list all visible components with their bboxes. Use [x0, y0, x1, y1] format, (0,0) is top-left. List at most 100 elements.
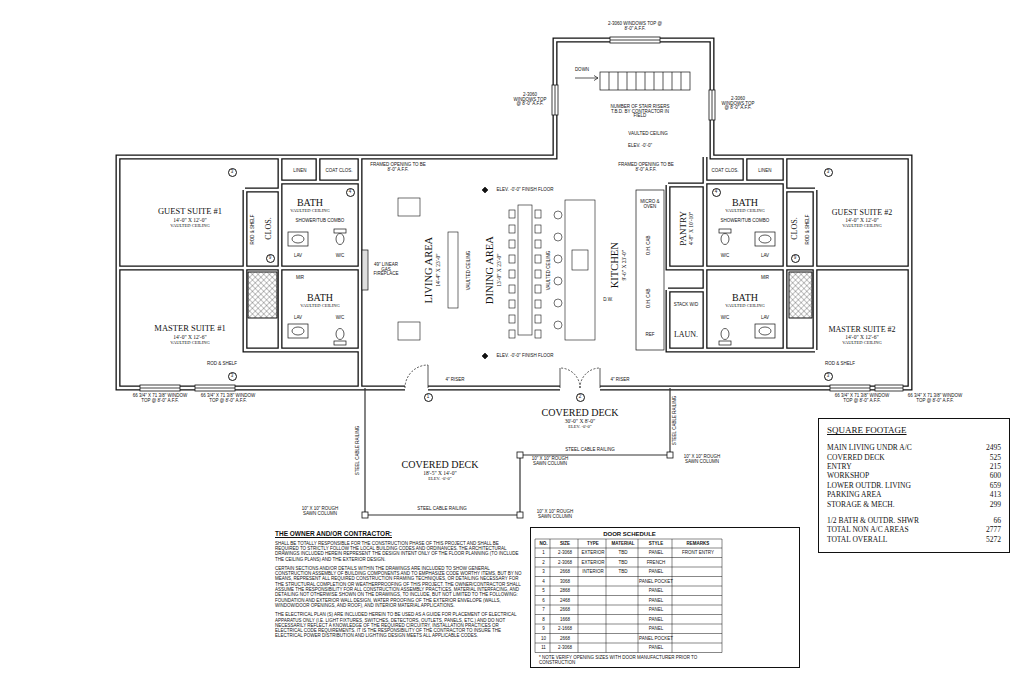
deck-label: COVERED DECK18'-5" X 14'-0"ELEV. -0'-0": [402, 459, 479, 482]
ceiling-note: ELEV. -0'-0": [542, 424, 619, 429]
table-cell: 525: [990, 453, 1001, 462]
deck-label: COVERED DECK30'-0" X 8'-0"ELEV. -0'-0": [542, 407, 619, 430]
table-header: SIZE: [551, 542, 579, 547]
column-note: 10" X 10" ROUGH SAWN COLUMN: [677, 455, 727, 465]
riser-note: 4" RISER: [445, 378, 464, 383]
table-cell: 11: [536, 646, 551, 651]
ceiling-note: VAULTED CEILING: [828, 340, 895, 345]
callout-number: 3: [228, 168, 237, 177]
table-cell: PANEL POCKET: [639, 637, 673, 642]
closet-note: ROD & SHELF: [251, 214, 256, 244]
callout-number: 3: [228, 372, 237, 381]
table-cell: 2-3068: [551, 551, 579, 556]
table-cell: PANEL: [639, 570, 673, 575]
table-cell: MAIN LIVING UNDR A/C: [827, 443, 912, 452]
table-cell: TBD: [607, 551, 639, 556]
table-cell: PANEL: [639, 608, 673, 613]
room-name: BATH: [300, 292, 339, 304]
table-cell: 3: [536, 570, 551, 575]
table-cell: INTERIOR: [579, 570, 607, 575]
fixture-label: MIR: [296, 276, 304, 281]
stair-note: NUMBER OF STAIR RISERS T.B.D. BY CONTRAC…: [608, 105, 672, 120]
ceiling-note: VAULTED CEILING: [548, 250, 553, 289]
column-note: 10" X 10" ROUGH SAWN COLUMN: [530, 510, 580, 520]
ceiling-note: VAULTED CEILING: [468, 250, 473, 289]
closet-note: ROD & SHELF: [825, 362, 855, 367]
room-name: GUEST SUITE #2: [832, 208, 892, 217]
railing-note: STEEL CABLE RAILING: [674, 395, 679, 444]
room-name: MASTER SUITE #2: [828, 325, 895, 334]
fixture-label: MIR: [761, 276, 769, 281]
table-cell: 2668: [551, 570, 579, 575]
door-schedule-table: DOOR SCHEDULENO.SIZETYPEMATERIALSTYLEREM…: [530, 527, 800, 668]
table-cell: FRONT ENTRY: [673, 551, 723, 556]
room-dimension: 9'-6" X 23'-0": [621, 242, 627, 288]
elevation-note: ELEV. -0'-0" FINISH FLOOR: [497, 354, 554, 359]
table-cell: LOWER OUTDR. LIVING: [827, 481, 911, 490]
notes-block: THE OWNER AND/OR CONTRACTOR:SHALL BE TOT…: [275, 530, 522, 643]
table-cell: 2468: [551, 599, 579, 604]
area-table: SQUARE FOOTAGEMAIN LIVING UNDR A/C2495CO…: [818, 418, 1010, 553]
table-cell: EXTERIOR: [579, 551, 607, 556]
room-dimension: 30'-0" X 8'-0": [542, 418, 619, 424]
table-cell: TBD: [607, 561, 639, 566]
ceiling-note: VAULTED CEILING: [832, 223, 892, 228]
fixture-label: LAV: [294, 316, 302, 321]
fireplace-note: 49" LINEAR GAS FIREPLACE: [372, 263, 400, 278]
fixture-label: LAV: [294, 254, 302, 259]
notes-title: THE OWNER AND/OR CONTRACTOR:: [275, 530, 522, 538]
room-label: BATHVAULTED CEILING: [725, 197, 764, 214]
room-dimension: 18'-5" X 14'-0": [402, 470, 479, 476]
room-dimension: 14'-4" X 23'-0": [435, 237, 441, 304]
window-note: 66 3/4" X 71 3/8" WINDOW TOP @ 8'-0" A.F…: [198, 394, 258, 404]
table-cell: PANEL: [639, 646, 673, 651]
room-label: CLOS.: [263, 218, 272, 240]
cabinet-label: O.H. CAB: [648, 288, 653, 308]
table-cell: 2-3068: [551, 561, 579, 566]
window-note: 2-3060 WINDOWS TOP @ 8'-0" A.F.F.: [721, 97, 755, 112]
table-cell: 2868: [551, 589, 579, 594]
table-header: MATERIAL: [607, 542, 639, 547]
table-cell: 215: [990, 462, 1001, 471]
room-label: KITCHEN9'-6" X 23'-0": [609, 242, 627, 288]
table-cell: 1/2 BATH & OUTDR. SHWR: [827, 516, 919, 525]
column-note: 10" X 10" ROUGH SAWN COLUMN: [295, 507, 345, 517]
table-cell: PANEL: [639, 551, 673, 556]
ceiling-note: VAULTED CEILING: [154, 340, 225, 345]
table-cell: PANEL POCKET: [639, 580, 673, 585]
room-label: BATHVAULTED CEILING: [300, 292, 339, 309]
callout-number: 9: [791, 254, 800, 263]
fixture-label: W/C: [721, 254, 730, 259]
table-cell: TBD: [607, 570, 639, 575]
table-cell: 413: [990, 490, 1001, 499]
closet-note: ROD & SHELF: [806, 214, 811, 244]
window-note: 66 3/4" X 71 3/8" WINDOW TOP @ 8'-0" A.F…: [905, 394, 965, 404]
railing-note: STEEL CABLE RAILING: [565, 448, 614, 453]
room-name: CLOS.: [263, 218, 272, 240]
riser-note: 4" RISER: [610, 378, 629, 383]
callout-number: 3: [824, 168, 833, 177]
room-dimension: 14'-0" X 12'-6": [828, 334, 895, 340]
room-dimension: 13'-0" X 23'-0": [496, 236, 502, 304]
callout-number: 3: [824, 372, 833, 381]
room-label: GUEST SUITE #214'-0" X 12'-0"VAULTED CEI…: [832, 208, 892, 229]
table-cell: 600: [990, 471, 1001, 480]
table-cell: EXTERIOR: [579, 561, 607, 566]
room-dimension: VAULTED CEILING: [300, 303, 339, 308]
table-cell: 2-1668: [551, 627, 579, 632]
railing-note: STEEL CABLE RAILING: [357, 425, 362, 474]
table-header: TYPE: [579, 542, 607, 547]
room-name: CLOS.: [789, 218, 798, 240]
table-cell: 2-3068: [551, 646, 579, 651]
table-header: STYLE: [639, 542, 673, 547]
window-note: 66 3/4" X 71 3/8" WINDOW TOP @ 8'-0" A.F…: [130, 394, 190, 404]
room-name: BATH: [725, 292, 764, 304]
table-cell: 2668: [551, 637, 579, 642]
cabinet-label: O.H. CAB: [648, 235, 653, 255]
room-label: LIVING AREA14'-4" X 23'-0": [423, 237, 441, 304]
table-cell: 4: [536, 580, 551, 585]
table-cell: 3068: [551, 580, 579, 585]
table-cell: 2495: [986, 443, 1001, 452]
walls: [118, 40, 910, 388]
table-cell: 1: [536, 551, 551, 556]
